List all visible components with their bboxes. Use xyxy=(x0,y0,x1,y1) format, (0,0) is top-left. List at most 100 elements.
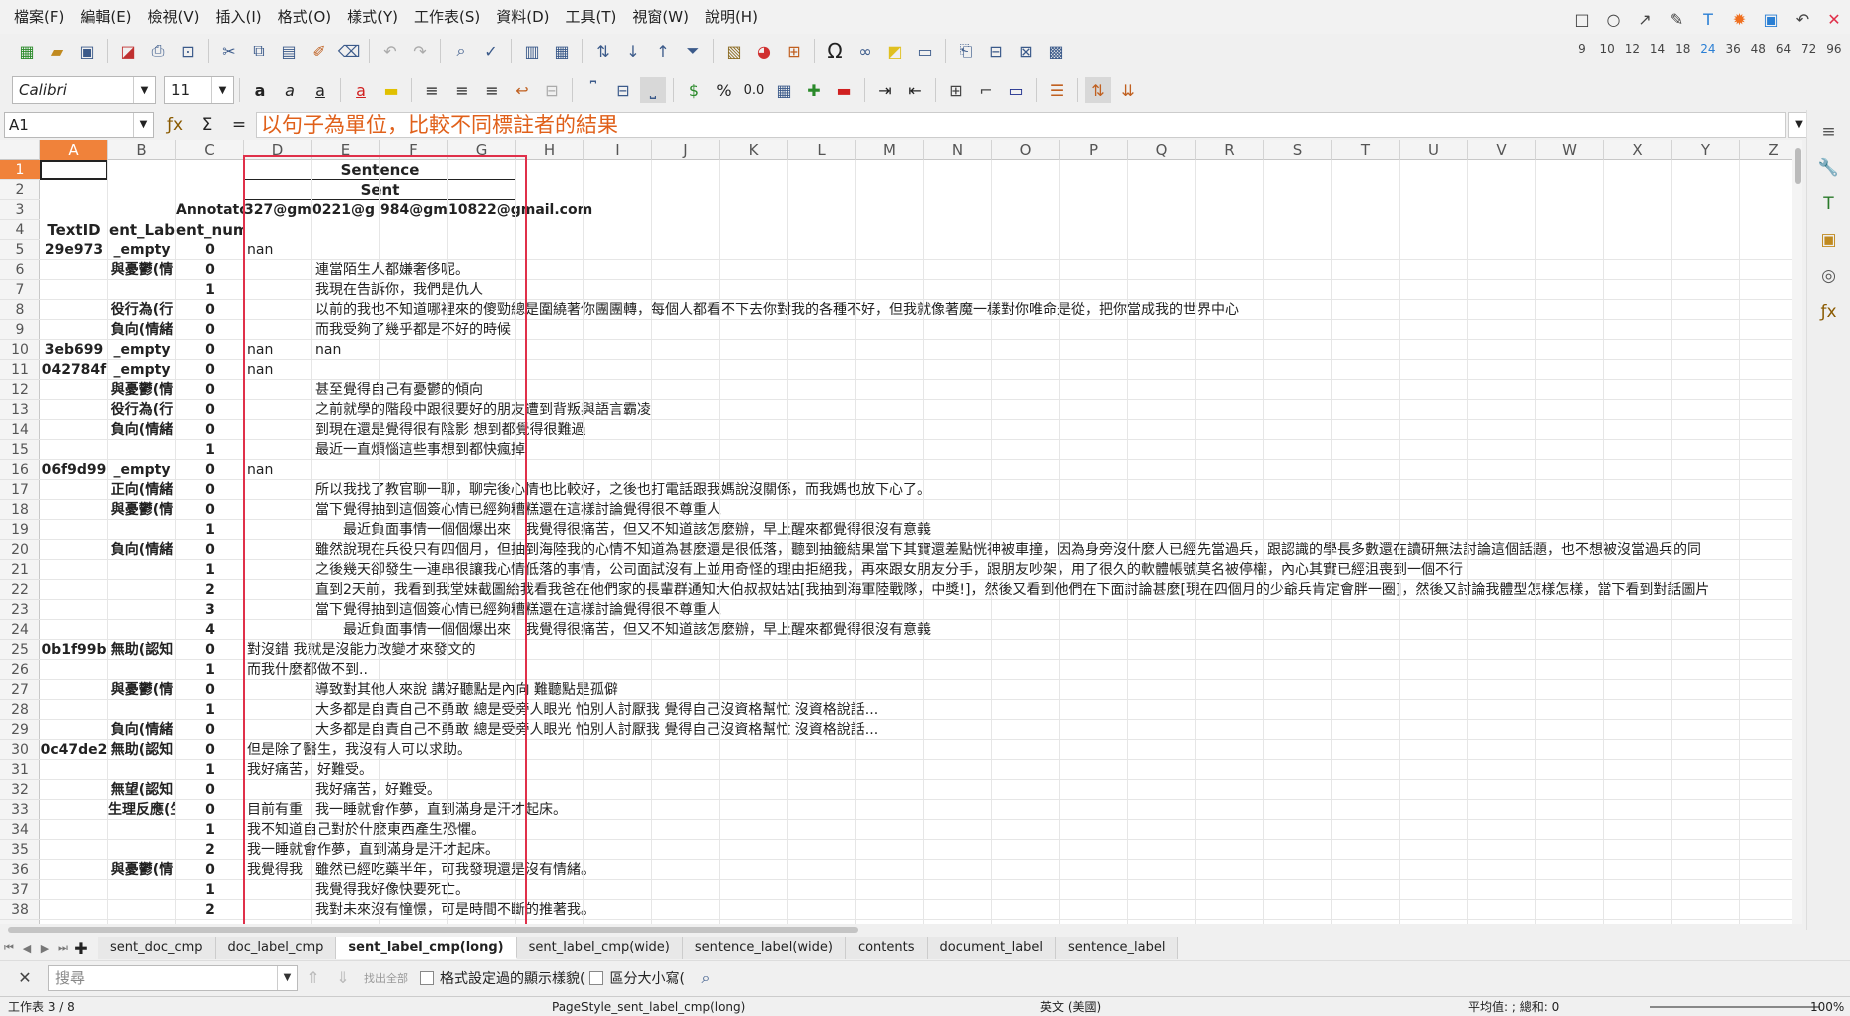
arrow-icon[interactable]: ↗ xyxy=(1638,10,1652,29)
navigator-icon[interactable]: ◎ xyxy=(1821,266,1836,286)
column-header-e[interactable]: E xyxy=(312,140,380,160)
bold-icon[interactable]: a xyxy=(254,80,266,100)
spelling-icon[interactable]: ✓ xyxy=(484,41,498,61)
textid-cell[interactable] xyxy=(40,820,108,840)
menu-item[interactable]: 檔案(F) xyxy=(14,8,65,26)
row-header[interactable]: 30 xyxy=(0,740,40,760)
annotator-d-cell[interactable]: 但是除了醫生，我沒有人可以求助。 xyxy=(247,742,471,758)
row-header[interactable]: 36 xyxy=(0,860,40,880)
border-style-icon[interactable]: ⌐ xyxy=(979,80,993,100)
label-cell[interactable]: 無助(認知 xyxy=(110,742,174,758)
add-decimal-icon[interactable]: ✚ xyxy=(807,80,821,100)
textid-cell[interactable] xyxy=(40,840,108,860)
annotator-e-cell[interactable] xyxy=(312,240,315,260)
row-header[interactable]: 5 xyxy=(0,240,40,260)
column-header-v[interactable]: V xyxy=(1468,140,1536,160)
align-bottom-icon[interactable]: ⎵ xyxy=(640,77,666,103)
header-footer-icon[interactable]: ▭ xyxy=(917,41,933,61)
annotator-e-cell[interactable]: 以前的我也不知道哪裡來的傻勁總是圍繞著你團團轉，每個人都看不下去你對我的各種不好… xyxy=(315,302,1239,318)
sentnum-cell[interactable]: 3 xyxy=(205,602,215,618)
highlight-icon[interactable]: ✹ xyxy=(1732,10,1747,29)
sent-header[interactable]: Sent xyxy=(244,180,516,200)
annotator-e-cell[interactable]: 之前就學的階段中跟很要好的朋友遭到背叛與語言霸凌 xyxy=(315,402,651,418)
annotator-d-cell[interactable]: nan xyxy=(247,342,274,358)
menu-item[interactable]: 檢視(V) xyxy=(147,8,200,26)
label-cell[interactable] xyxy=(108,580,176,600)
column-header-y[interactable]: Y xyxy=(1672,140,1740,160)
font-size-option[interactable]: 48 xyxy=(1750,42,1766,56)
annotator-d-cell[interactable]: 目前有重 xyxy=(247,802,303,818)
font-size-option[interactable]: 72 xyxy=(1801,42,1817,56)
sheet-tab[interactable]: doc_label_cmp xyxy=(215,937,337,959)
export-pdf-icon[interactable]: ◪ xyxy=(120,41,136,61)
row-header[interactable]: 14 xyxy=(0,420,40,440)
annotator-email[interactable]: 10822@gmail.com xyxy=(448,200,593,220)
row-header[interactable]: 7 xyxy=(0,280,40,300)
sheet-tab[interactable]: contents xyxy=(845,937,928,959)
label-cell[interactable]: 負向(情緒 xyxy=(110,542,174,558)
sentnum-cell[interactable]: 0 xyxy=(205,422,215,438)
annotator-d-cell[interactable] xyxy=(244,780,312,800)
textid-cell[interactable] xyxy=(40,260,108,280)
sentnum-cell[interactable]: 0 xyxy=(205,502,215,518)
highlight-color-icon[interactable]: ▬ xyxy=(383,80,399,100)
define-print-area-icon[interactable]: ⎗ xyxy=(959,41,973,60)
chart-icon[interactable]: ◕ xyxy=(757,41,771,61)
chevron-down-icon[interactable]: ▼ xyxy=(277,965,297,990)
column-header-x[interactable]: X xyxy=(1604,140,1672,160)
sentnum-cell[interactable]: 2 xyxy=(205,582,215,598)
label-cell[interactable] xyxy=(108,840,176,860)
label-cell[interactable] xyxy=(108,280,176,300)
label-cell[interactable]: _empty xyxy=(113,362,171,378)
show-draw-functions-icon[interactable]: ▩ xyxy=(1048,41,1064,61)
undo-icon[interactable]: ↶ xyxy=(383,41,397,61)
annotator-d-cell[interactable] xyxy=(244,700,312,720)
hyperlink-icon[interactable]: ∞ xyxy=(858,41,872,61)
copy-icon[interactable]: ⧉ xyxy=(253,41,265,60)
sentnum-cell[interactable]: 2 xyxy=(205,902,215,918)
styles-icon[interactable]: T xyxy=(1823,194,1834,214)
annotator-d-cell[interactable]: 我一睡就會作夢，直到滿身是汗才起床。 xyxy=(247,842,499,858)
sentnum-cell[interactable]: 1 xyxy=(205,762,215,778)
annotator-d-cell[interactable] xyxy=(244,440,312,460)
font-name-box[interactable]: Calibri ▼ xyxy=(12,76,156,104)
label-cell[interactable] xyxy=(108,600,176,620)
align-left-icon[interactable]: ≡ xyxy=(425,80,439,100)
row-header[interactable]: 34 xyxy=(0,820,40,840)
row-header[interactable]: 29 xyxy=(0,720,40,740)
sentnum-cell[interactable]: 1 xyxy=(205,522,215,538)
label-cell[interactable] xyxy=(108,660,176,680)
annotator-d-cell[interactable] xyxy=(244,400,312,420)
font-size-box[interactable]: 11 ▼ xyxy=(164,76,234,104)
label-cell[interactable] xyxy=(108,700,176,720)
underline-icon[interactable]: a xyxy=(315,80,325,100)
annotator-d-cell[interactable] xyxy=(244,600,312,620)
font-size-option[interactable]: 10 xyxy=(1599,42,1615,56)
row-header[interactable]: 19 xyxy=(0,520,40,540)
circle-icon[interactable]: ○ xyxy=(1606,10,1621,29)
vertical-scroll-thumb[interactable] xyxy=(1795,148,1801,184)
row-header[interactable]: 27 xyxy=(0,680,40,700)
row-header[interactable]: 13 xyxy=(0,400,40,420)
textid-cell[interactable]: 042784f xyxy=(41,362,107,378)
annotator-e-cell[interactable] xyxy=(312,760,315,780)
sheet-tab[interactable]: sent_doc_cmp xyxy=(98,937,216,959)
delete-decimal-icon[interactable]: ▬ xyxy=(836,80,852,100)
annotator-e-cell[interactable]: 最近負面事情一個個爆出來 我覺得很痛苦，但又不知道該怎麼辦，早上醒來都覺得很沒有… xyxy=(315,622,931,638)
sentnum-cell[interactable]: 0 xyxy=(205,482,215,498)
annotator-email[interactable]: 0221@g xyxy=(312,200,375,220)
column-header-s[interactable]: S xyxy=(1264,140,1332,160)
column-header-f[interactable]: F xyxy=(380,140,448,160)
annotator-d-cell[interactable]: 而我什麼都做不到.. xyxy=(247,662,368,678)
row-header[interactable]: 12 xyxy=(0,380,40,400)
freeze-rows-columns-icon[interactable]: ⊟ xyxy=(989,41,1003,61)
menu-item[interactable]: 工具(T) xyxy=(565,8,617,26)
currency-icon[interactable]: $ xyxy=(688,80,700,100)
conditional-format-icon[interactable]: ☰ xyxy=(1049,80,1065,100)
print-preview-icon[interactable]: ⊡ xyxy=(181,41,195,61)
sheet-tab[interactable]: sentence_label(wide) xyxy=(682,937,846,959)
merge-cells-icon[interactable]: ⊟ xyxy=(545,80,559,100)
sheet-tab[interactable]: sent_label_cmp(wide) xyxy=(516,937,683,959)
menu-item[interactable]: 視窗(W) xyxy=(632,8,689,26)
vertical-scrollbar[interactable] xyxy=(1792,140,1802,924)
